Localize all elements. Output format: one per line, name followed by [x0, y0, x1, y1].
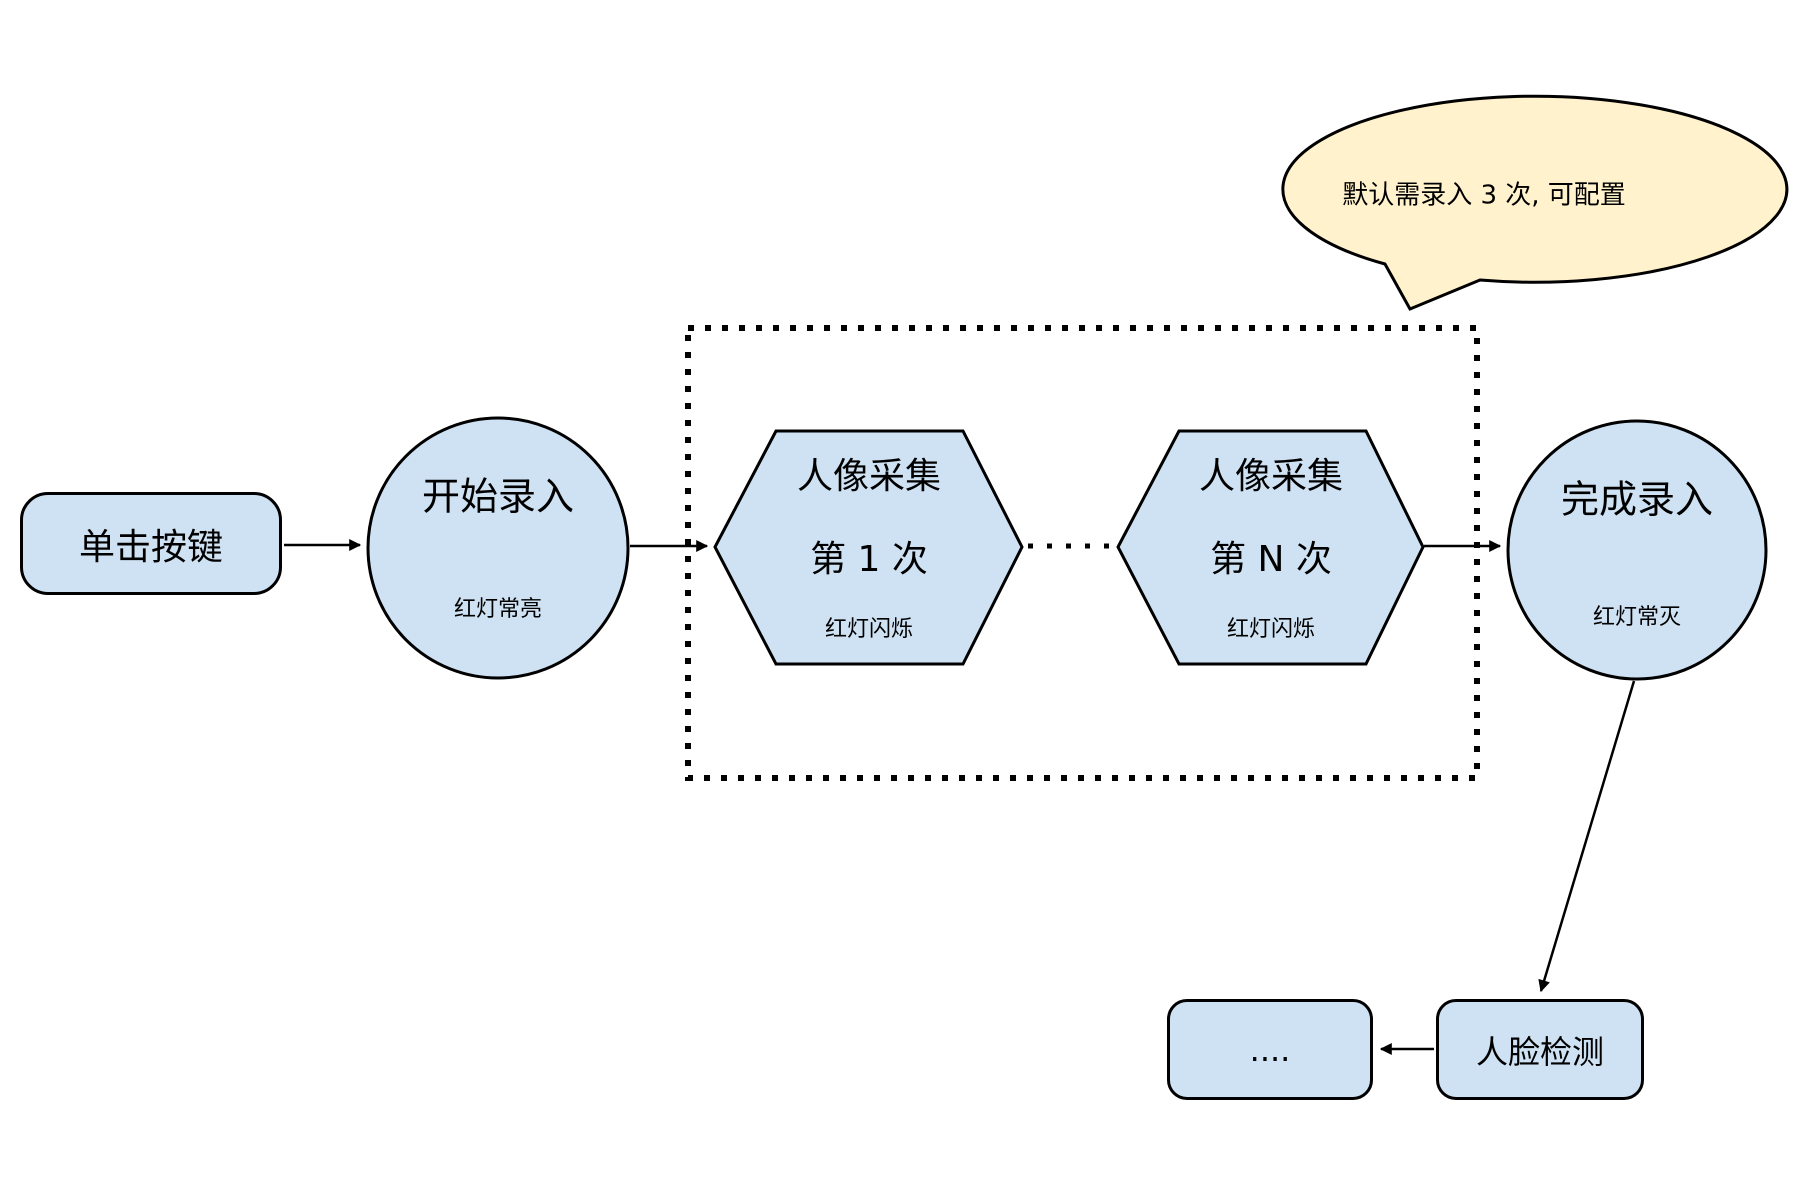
start-entry-title: 开始录入: [421, 474, 575, 519]
capture-n-subtitle: 红灯闪烁: [1226, 617, 1316, 642]
callout-bubble: [1281, 94, 1789, 311]
click-button-label: 单击按键: [78, 526, 223, 568]
capture-1-subtitle: 红灯闪烁: [824, 617, 914, 642]
callout-text: 默认需录入 3 次, 可配置: [1342, 180, 1626, 211]
capture-1-hexagon: [713, 429, 1024, 666]
capture-n-hexagon: [1116, 429, 1425, 666]
capture-1-count: 第 1 次: [810, 539, 928, 580]
capture-n-count: 第 N 次: [1210, 539, 1332, 580]
start-entry-subtitle: 红灯常亮: [453, 597, 543, 622]
finish-entry-title: 完成录入: [1560, 477, 1714, 522]
face-detection-label: 人脸检测: [1475, 1032, 1604, 1071]
finish-entry-subtitle: 红灯常灭: [1592, 605, 1682, 630]
face-detection-node: 人脸检测: [1436, 999, 1644, 1100]
arrow-finish-to-facedetect: [1538, 680, 1636, 993]
continuation-label: ....: [1249, 1030, 1291, 1069]
capture-1-title: 人像采集: [796, 456, 942, 497]
start-entry-circle: [366, 416, 630, 680]
capture-n-title: 人像采集: [1198, 456, 1344, 497]
loop-group-dotted-border: [685, 325, 1480, 781]
finish-entry-circle: [1506, 419, 1768, 681]
click-button-node: 单击按键: [20, 492, 282, 595]
continuation-node: ....: [1167, 999, 1373, 1100]
